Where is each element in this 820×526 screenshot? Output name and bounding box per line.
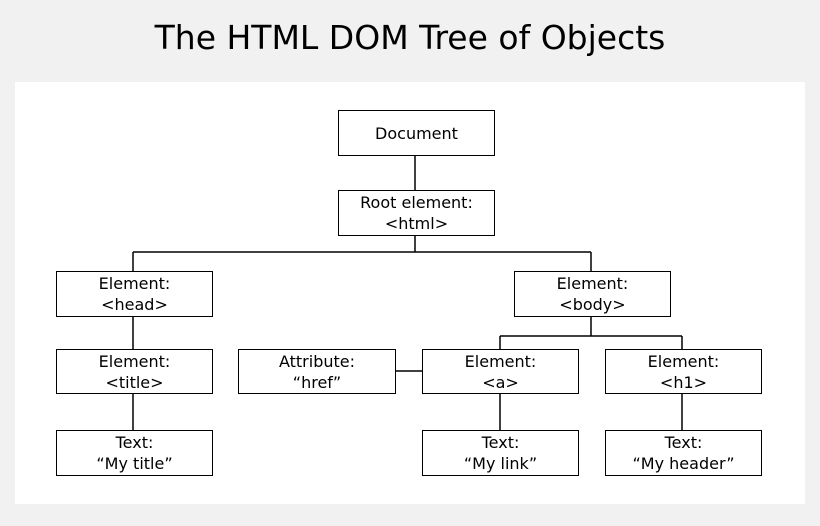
node-a-type: Element:: [464, 351, 537, 371]
node-a-tag: <a>: [482, 372, 519, 392]
node-text-my-title: Text: “My title”: [56, 430, 213, 476]
node-title: Element: <title>: [56, 349, 213, 394]
node-text-my-title-value: “My title”: [96, 454, 173, 473]
node-head: Element: <head>: [56, 271, 213, 317]
node-text-my-link-value: “My link”: [463, 454, 538, 473]
node-head-tag: <head>: [101, 295, 168, 314]
node-body: Element: <body>: [514, 271, 671, 317]
node-head-type: Element:: [98, 274, 171, 293]
node-document: Document: [338, 110, 495, 156]
node-text-my-title-type: Text:: [115, 433, 154, 452]
node-text-my-header-value: “My header”: [632, 454, 735, 473]
node-h1-tag: <h1>: [659, 372, 708, 392]
node-text-my-header: Text: “My header”: [605, 430, 762, 476]
tree-connectors: [132, 156, 683, 430]
node-text-my-link: Text: “My link”: [422, 430, 579, 476]
node-body-type: Element:: [556, 274, 629, 293]
node-document-label: Document: [375, 123, 458, 143]
node-a: Element: <a>: [422, 349, 579, 394]
node-root-element: Root element: <html>: [338, 190, 495, 236]
node-attribute-href-type: Attribute:: [278, 351, 356, 371]
node-text-my-link-type: Text:: [481, 433, 520, 452]
node-title-tag: <title>: [105, 372, 164, 392]
page-title: The HTML DOM Tree of Objects: [154, 18, 666, 57]
node-attribute-href-value: “href”: [292, 372, 342, 392]
node-h1-type: Element:: [647, 351, 720, 371]
node-root-element-tag: <html>: [384, 214, 449, 233]
node-text-my-header-type: Text:: [664, 433, 703, 452]
node-attribute-href: Attribute: “href”: [238, 349, 396, 394]
node-title-type: Element:: [98, 351, 171, 371]
node-h1: Element: <h1>: [605, 349, 762, 394]
node-root-element-type: Root element:: [360, 193, 473, 212]
node-body-tag: <body>: [559, 295, 626, 314]
diagram-panel: Document Root element: <html> Element: <…: [15, 82, 805, 504]
